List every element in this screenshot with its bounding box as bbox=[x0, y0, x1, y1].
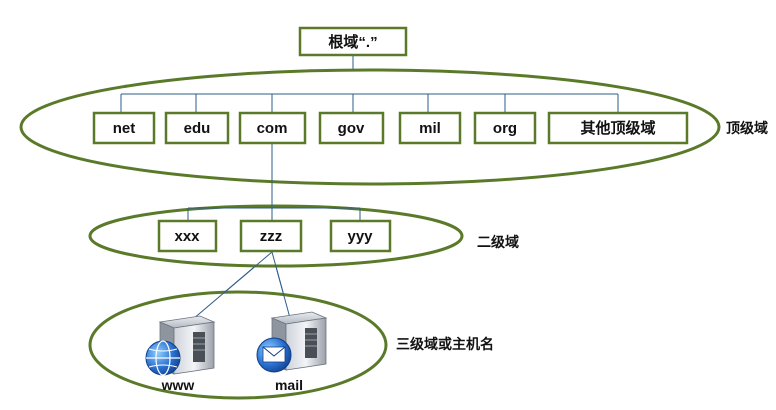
host-www[interactable]: www bbox=[145, 315, 216, 393]
top-level-node-label: gov bbox=[338, 120, 365, 137]
top-level-node-label: mil bbox=[419, 120, 441, 137]
top-level-node-mil[interactable]: mil bbox=[398, 111, 462, 145]
top-level-node-gov[interactable]: gov bbox=[318, 111, 385, 145]
host-label-mail: mail bbox=[275, 377, 303, 393]
connector-mail-inner bbox=[271, 251, 291, 319]
second-level-node-xxx[interactable]: xxx bbox=[157, 219, 218, 253]
top-level-node-other[interactable]: 其他顶级域 bbox=[547, 111, 689, 145]
top-level-node-com[interactable]: com bbox=[238, 111, 307, 145]
third-level-tier bbox=[88, 290, 388, 400]
tier-label-second-level: 二级域 bbox=[477, 234, 519, 251]
tier-label-top-level: 顶级域 bbox=[726, 120, 768, 137]
tier-label-third-level: 三级域或主机名 bbox=[396, 336, 494, 353]
second-level-node-label: xxx bbox=[174, 228, 200, 245]
top-level-node-net[interactable]: net bbox=[92, 111, 156, 145]
second-level-node-zzz[interactable]: zzz bbox=[239, 219, 303, 253]
connectors-overlay bbox=[120, 93, 619, 326]
top-level-node-label: net bbox=[113, 120, 136, 137]
second-level-node-label: zzz bbox=[260, 228, 283, 245]
top-level-node-org[interactable]: org bbox=[473, 111, 537, 145]
root-node[interactable]: 根域“.” bbox=[298, 26, 408, 57]
connector-www-inner bbox=[185, 251, 273, 326]
top-level-node-edu[interactable]: edu bbox=[164, 111, 230, 145]
second-level-node-label: yyy bbox=[347, 228, 373, 245]
globe-server-icon bbox=[145, 315, 216, 376]
host-label-www: www bbox=[161, 377, 195, 393]
mail-server-icon bbox=[256, 311, 328, 373]
root-node-label: 根域“.” bbox=[328, 33, 377, 51]
top-level-node-label: 其他顶级域 bbox=[580, 119, 655, 137]
top-level-node-label: edu bbox=[184, 120, 211, 137]
top-level-node-label: com bbox=[257, 120, 288, 137]
host-mail[interactable]: mail bbox=[256, 311, 328, 393]
second-level-node-yyy[interactable]: yyy bbox=[329, 219, 392, 253]
top-level-node-label: org bbox=[493, 120, 517, 137]
